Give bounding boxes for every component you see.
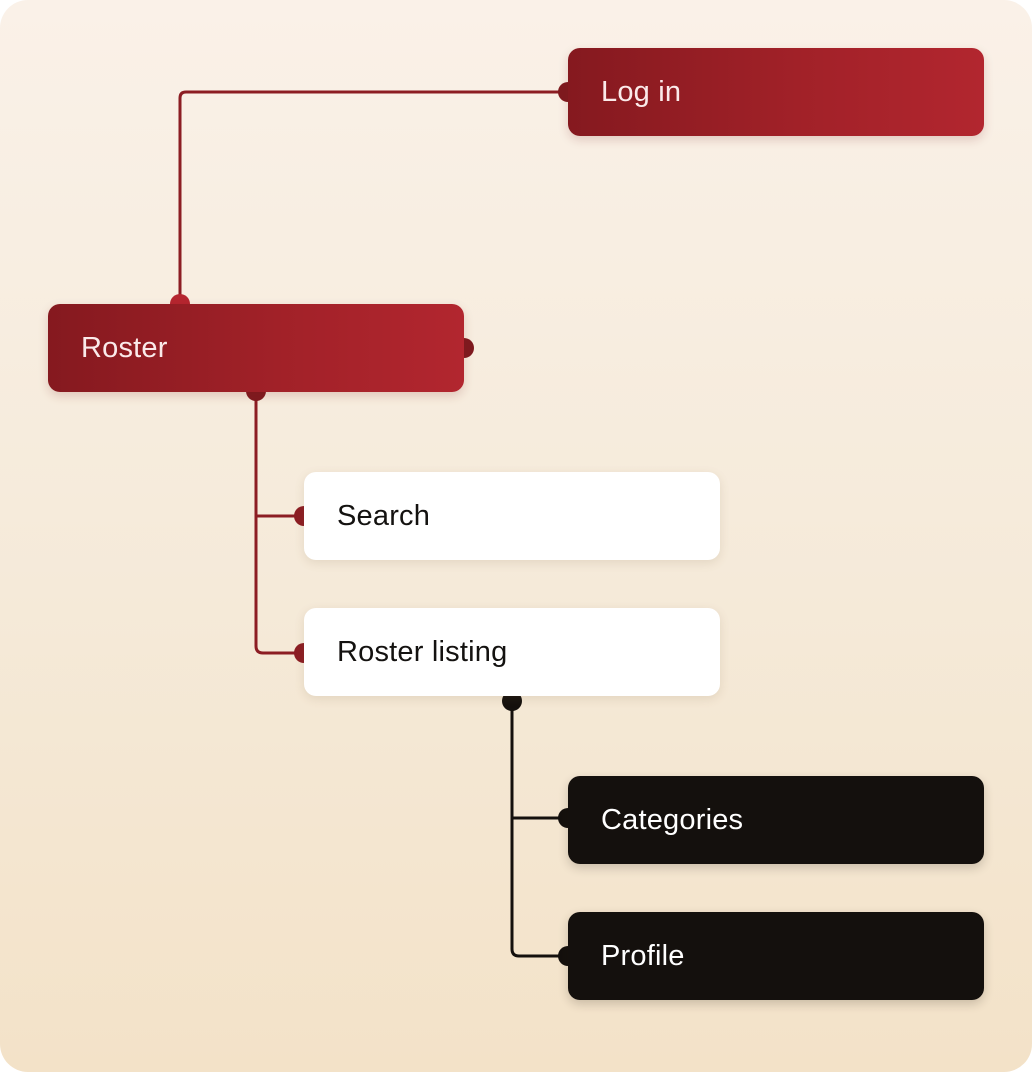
node-categories-label: Categories bbox=[601, 803, 744, 836]
node-profile-label: Profile bbox=[601, 939, 685, 972]
node-log-in-label: Log in bbox=[601, 75, 682, 108]
node-roster-label: Roster bbox=[81, 331, 168, 364]
node-search-label: Search bbox=[337, 499, 431, 532]
node-profile[interactable]: Profile bbox=[568, 912, 984, 1000]
node-log-in[interactable]: Log in bbox=[568, 48, 984, 136]
connector-listing-to-children bbox=[510, 701, 568, 958]
node-search[interactable]: Search bbox=[304, 472, 720, 560]
node-roster[interactable]: Roster bbox=[48, 304, 464, 392]
connector-roster-to-login bbox=[178, 90, 568, 304]
connector-roster-to-children bbox=[254, 391, 304, 655]
node-roster-listing[interactable]: Roster listing bbox=[304, 608, 720, 696]
node-roster-listing-label: Roster listing bbox=[337, 635, 508, 668]
connector-dot-listing-bottom bbox=[502, 691, 522, 711]
node-categories[interactable]: Categories bbox=[568, 776, 984, 864]
